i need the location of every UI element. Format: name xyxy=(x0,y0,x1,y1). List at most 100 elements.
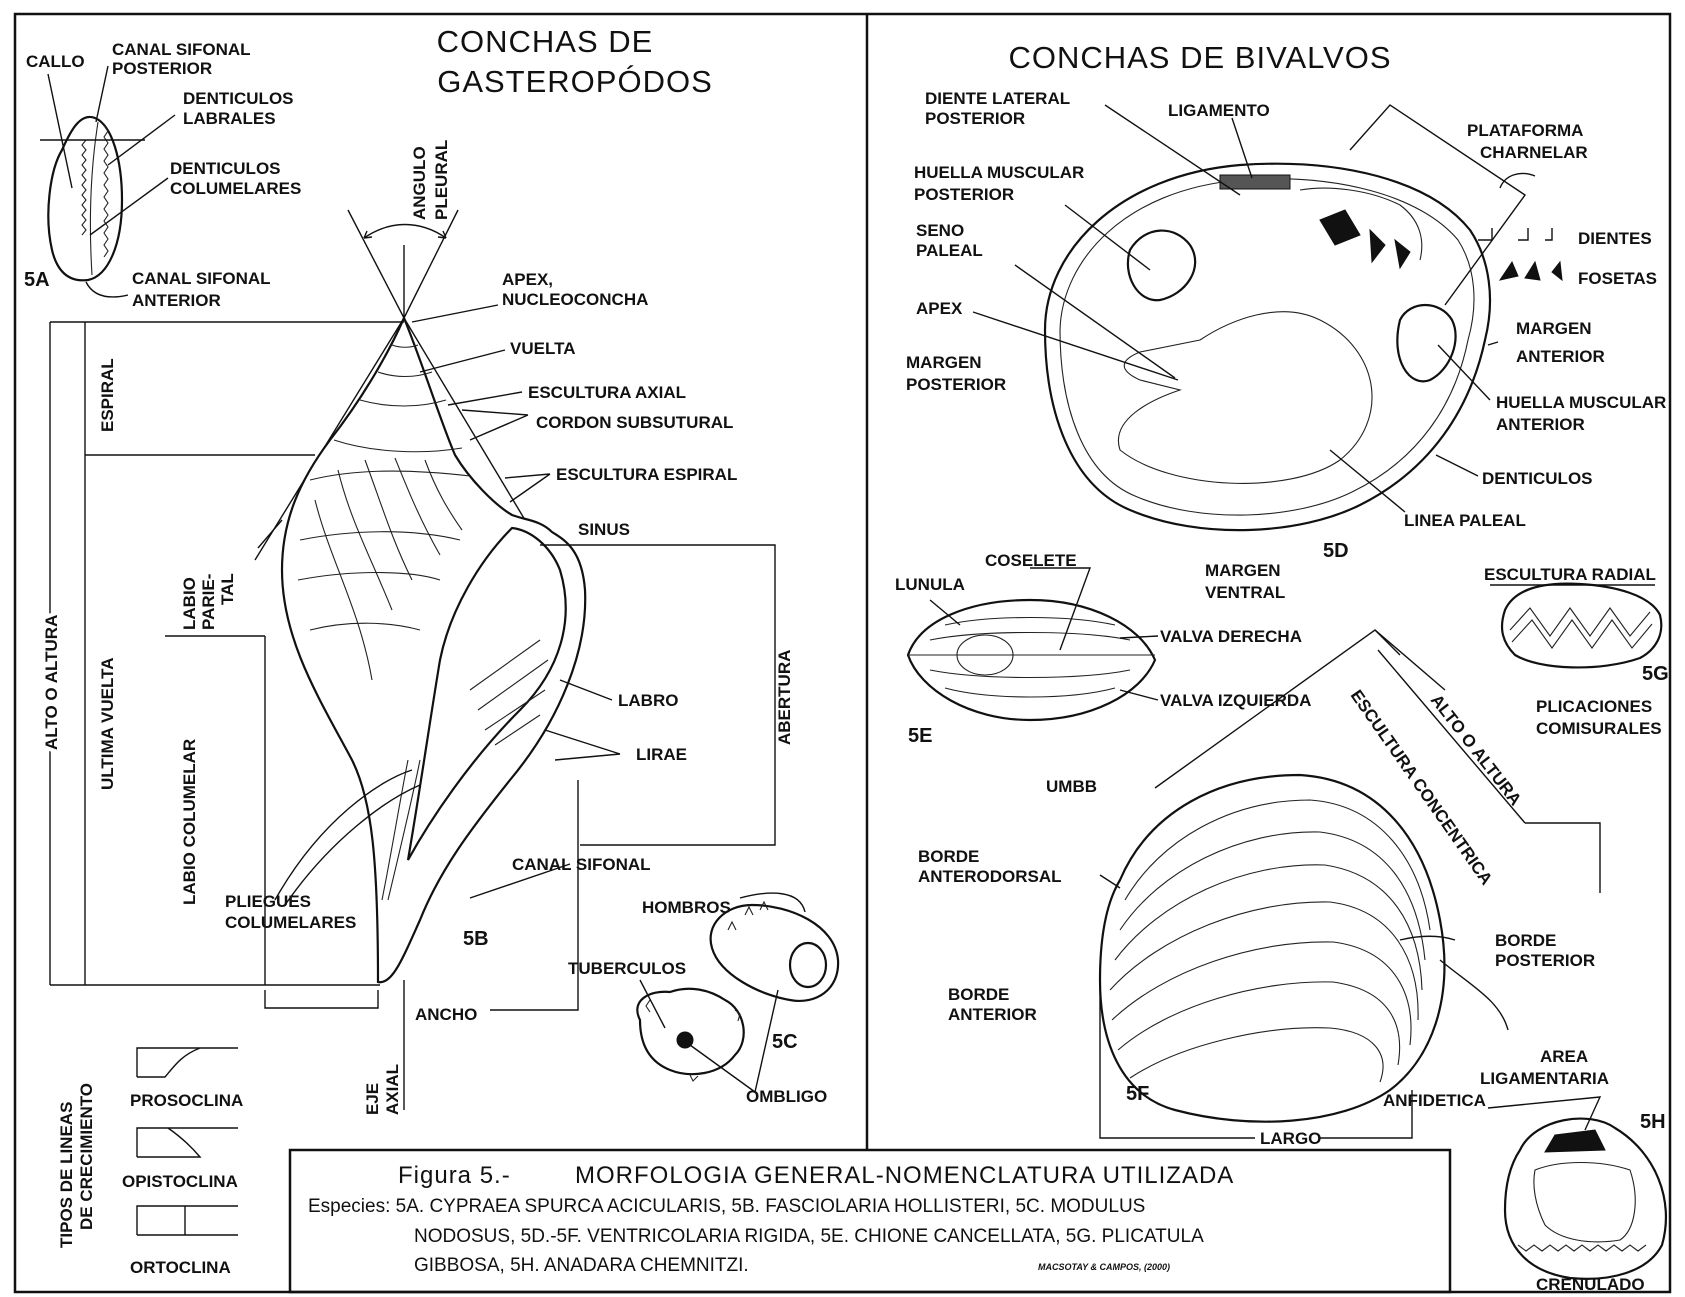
label-diente-lateral-1: DIENTE LATERAL xyxy=(925,89,1070,108)
label-area-2: LIGAMENTARIA xyxy=(1480,1069,1609,1088)
label-ultima-vuelta: ULTIMA VUELTA xyxy=(98,657,117,790)
code-5c: 5C xyxy=(772,1031,798,1053)
label-dientes: DIENTES xyxy=(1578,229,1652,248)
caption-credit: MACSOTAY & CAMPOS, (2000) xyxy=(1038,1262,1170,1272)
bivalve-title: CONCHAS DE BIVALVOS xyxy=(1008,40,1391,75)
label-abertura: ABERTURA xyxy=(775,650,794,745)
label-eje-axial-2: AXIAL xyxy=(383,1064,402,1115)
dientes-outline xyxy=(1478,228,1552,240)
label-canal-sifonal-anterior-2: ANTERIOR xyxy=(132,291,221,310)
label-plataforma-1: PLATAFORMA xyxy=(1467,121,1583,140)
label-margen-posterior-2: POSTERIOR xyxy=(906,375,1006,394)
label-coselete: COSELETE xyxy=(985,551,1077,570)
label-canal-sifonal-anterior-1: CANAL SIFONAL xyxy=(132,269,271,288)
label-labio-parietal-1: LABIO xyxy=(180,577,199,630)
label-espiral: ESPIRAL xyxy=(98,358,117,432)
label-apex-2: NUCLEOCONCHA xyxy=(502,290,648,309)
label-vuelta: VUELTA xyxy=(510,339,575,358)
label-margen-ventral-2: VENTRAL xyxy=(1205,583,1285,602)
pleural-arrowheads xyxy=(364,231,446,238)
label-seno-1: SENO xyxy=(916,221,964,240)
label-denticulos-labrales-1: DENTICULOS xyxy=(183,89,294,108)
label-hombros: HOMBROS xyxy=(642,898,731,917)
modulus-aperture xyxy=(790,943,826,987)
caption-figure-label: Figura 5.- xyxy=(398,1162,511,1189)
leader-escultura-axial xyxy=(448,392,522,405)
label-pliegues-2: COLUMELARES xyxy=(225,913,356,932)
label-denticulos-columelares-2: COLUMELARES xyxy=(170,179,301,198)
bracket-ancho-right xyxy=(490,780,578,1010)
label-plicaciones-2: COMISURALES xyxy=(1536,719,1662,738)
pleural-angle-arc xyxy=(364,225,446,239)
label-canal-sifonal-posterior-1: CANAL SIFONAL xyxy=(112,40,251,59)
pleural-line-left xyxy=(348,210,404,318)
fosetas-symbol xyxy=(1500,262,1562,280)
label-growth-title-2: DE CRECIMIENTO xyxy=(77,1083,96,1230)
label-umbb: UMBB xyxy=(1046,777,1097,796)
gastropod-title-line2: GASTEROPÓDOS xyxy=(437,64,713,99)
code-5d: 5D xyxy=(1323,540,1349,562)
label-tuberculos: TUBERCULOS xyxy=(568,959,686,978)
label-huella-posterior-1: HUELLA MUSCULAR xyxy=(914,163,1084,182)
caption-heading: MORFOLOGIA GENERAL-NOMENCLATURA UTILIZAD… xyxy=(575,1162,1234,1189)
label-margen-ventral-1: MARGEN xyxy=(1205,561,1281,580)
leader-margen-anterior xyxy=(1488,342,1498,345)
label-margen-anterior-1: MARGEN xyxy=(1516,319,1592,338)
venus-shell-outline xyxy=(1100,775,1444,1122)
label-pliegues-1: PLIEGUES xyxy=(225,892,311,911)
label-largo: LARGO xyxy=(1260,1129,1321,1148)
label-plataforma-2: CHARNELAR xyxy=(1480,143,1588,162)
label-ligamento: LIGAMENTO xyxy=(1168,101,1270,120)
ortoclina-symbol-frame xyxy=(137,1206,238,1235)
label-ortoclina: ORTOCLINA xyxy=(130,1258,231,1277)
label-lunula: LUNULA xyxy=(895,575,965,594)
label-escultura-axial: ESCULTURA AXIAL xyxy=(528,383,686,402)
label-area-1: AREA xyxy=(1540,1047,1588,1066)
leader-canal-anterior xyxy=(86,282,128,297)
ortoclina-symbol-line xyxy=(137,1206,238,1235)
opistoclina-symbol-line xyxy=(137,1128,200,1157)
code-5b: 5B xyxy=(463,928,489,950)
leader-anfidetica-curve xyxy=(1440,960,1508,1030)
label-opistoclina: OPISTOCLINA xyxy=(122,1172,238,1191)
label-apex-1: APEX, xyxy=(502,270,553,289)
label-labio-parietal-3: TAL xyxy=(218,573,237,605)
leader-apex xyxy=(412,305,498,322)
label-fosetas: FOSETAS xyxy=(1578,269,1657,288)
label-valva-izquierda: VALVA IZQUIERDA xyxy=(1160,691,1311,710)
label-denticulos-labrales-2: LABRALES xyxy=(183,109,276,128)
code-5e: 5E xyxy=(908,725,932,747)
label-labro: LABRO xyxy=(618,691,678,710)
label-diente-lateral-2: POSTERIOR xyxy=(925,109,1025,128)
label-huella-anterior-2: ANTERIOR xyxy=(1496,415,1585,434)
specimen-5c-modulus xyxy=(637,893,838,1092)
label-escultura-radial: ESCULTURA RADIAL xyxy=(1484,565,1656,584)
label-margen-anterior-2: ANTERIOR xyxy=(1516,347,1605,366)
label-angulo-pleural-1: ANGULO xyxy=(410,146,429,220)
label-denticulos: DENTICULOS xyxy=(1482,469,1593,488)
label-prosoclina: PROSOCLINA xyxy=(130,1091,243,1110)
label-crenulado: CRENULADO xyxy=(1536,1275,1645,1294)
code-5a: 5A xyxy=(24,269,50,291)
leader-cordon xyxy=(462,410,528,440)
label-sinus: SINUS xyxy=(578,520,630,539)
leader-lirae xyxy=(545,730,620,760)
bracket-ancho-left xyxy=(265,990,378,1008)
leader-denticulos xyxy=(1436,455,1478,476)
label-angulo-pleural-2: PLEURAL xyxy=(432,140,451,220)
dientes-symbol xyxy=(1500,173,1535,188)
growth-line-types xyxy=(137,1048,238,1235)
prosoclina-symbol-line xyxy=(137,1048,200,1077)
caption-species-line3: GIBBOSA, 5H. ANADARA CHEMNITZI. xyxy=(414,1255,749,1276)
label-alto-o-altura: ALTO O ALTURA xyxy=(42,615,61,750)
bracket-alto-altura xyxy=(1525,823,1600,893)
caption-species-line1: Especies: 5A. CYPRAEA SPURCA ACICULARIS,… xyxy=(308,1196,1145,1217)
bivalve-panel: CONCHAS DE BIVALVOS DIENTE LATERA xyxy=(895,40,1669,1294)
leader-labro xyxy=(560,680,612,700)
plicatula-outline xyxy=(1502,584,1661,668)
label-labio-parietal-2: PARIE- xyxy=(199,574,218,630)
code-5h: 5H xyxy=(1640,1111,1666,1133)
label-canal-sifonal-posterior-2: POSTERIOR xyxy=(112,59,212,78)
label-growth-title-1: TIPOS DE LINEAS xyxy=(57,1102,76,1248)
